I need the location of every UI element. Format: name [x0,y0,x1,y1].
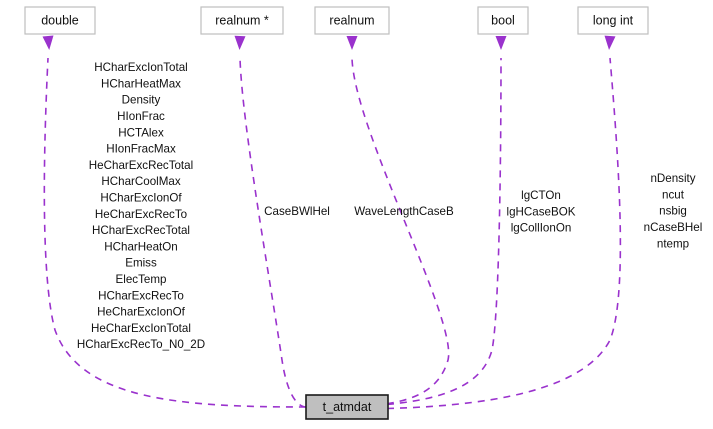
edge-field-label: HCharExcIonOf [100,191,182,204]
edge-field-label: HCharExcRecTotal [92,224,190,237]
edge-field-label: HCharExcIonTotal [94,61,187,74]
edge-realnum- [234,35,307,408]
edge-field-label: HCharExcRecTo [98,289,184,302]
edge-field-label: HCharCoolMax [101,175,180,188]
edge-field-label: HeCharExcRecTo [95,208,187,221]
type-node-long-int[interactable]: long int [577,6,649,35]
edge-field-label: WaveLengthCaseB [354,205,454,218]
edge-field-label: HIonFracMax [106,143,176,156]
type-node-box [477,6,529,35]
edge-field-label: ncut [662,188,685,201]
edge-double [42,35,307,408]
nodes-layer: double realnum * realnum bool long int [24,6,649,35]
edge-field-label: Density [122,94,161,107]
type-node-box [24,6,96,35]
edge-field-label: nCaseBHel [644,221,703,234]
edge-field-label: HCharHeatMax [101,77,181,90]
edge-arrowhead [495,36,507,50]
edge-arrowhead [42,35,54,50]
edge-field-label: HIonFrac [117,110,165,123]
edge-field-label: ntemp [657,237,689,250]
edge-field-label: HeCharExcIonOf [97,306,185,319]
edge-field-label: nDensity [650,172,695,185]
center-node-layer: t_atmdat [305,394,389,420]
center-node-label: t_atmdat [323,400,372,414]
edges-layer [42,35,622,410]
edge-labels-layer: HCharExcIonTotalHCharHeatMaxDensityHIonF… [77,61,702,351]
edge-label-group: HCharExcIonTotalHCharHeatMaxDensityHIonF… [77,61,205,351]
edge-field-label: HCTAlex [118,126,164,139]
type-node-bool[interactable]: bool [477,6,529,35]
edge-field-label: HeCharExcRecTotal [89,159,193,172]
edge-field-label: lgCollIonOn [511,222,572,235]
center-node-box [305,394,389,420]
type-node-label: bool [491,13,515,27]
center-node-t-atmdat[interactable]: t_atmdat [305,394,389,420]
type-node-label: realnum [329,13,374,27]
type-node-box [577,6,649,35]
edge-label-group: lgCTOn lgHCaseBOK lgCollIonOn [507,189,576,235]
edge-field-label: CaseBWlHel [264,205,330,218]
edge-label-group: CaseBWlHel [264,205,330,218]
edge-field-label: HCharExcRecTo_N0_2D [77,338,205,351]
edge-field-label: HCharHeatOn [104,240,177,253]
type-node-label: realnum * [215,13,269,27]
edge-arrowhead [346,36,358,50]
edge-label-group: WaveLengthCaseB [354,205,454,218]
type-node-box [314,6,390,35]
type-node-box [200,6,284,35]
type-node-realnum-p[interactable]: realnum * [200,6,284,35]
edge-field-label: ElecTemp [116,273,167,286]
edge-bool [347,36,507,408]
type-node-label: long int [593,13,634,27]
edge-arrowhead [604,35,616,50]
edge-field-label: lgHCaseBOK [507,205,576,218]
edge-field-label: lgCTOn [521,189,561,202]
type-node-double[interactable]: double [24,6,96,35]
edge-arrowhead [234,35,246,50]
type-node-label: double [41,13,79,27]
edge-field-label: Emiss [125,257,157,270]
edge-field-label: nsbig [659,205,687,218]
type-node-realnum[interactable]: realnum [314,6,390,35]
edge-long-int [347,35,622,410]
edge-field-label: HeCharExcIonTotal [91,322,191,335]
edge-realnum [346,36,450,408]
edge-label-group: nDensity ncut nsbig nCaseBHel ntemp [644,172,703,250]
